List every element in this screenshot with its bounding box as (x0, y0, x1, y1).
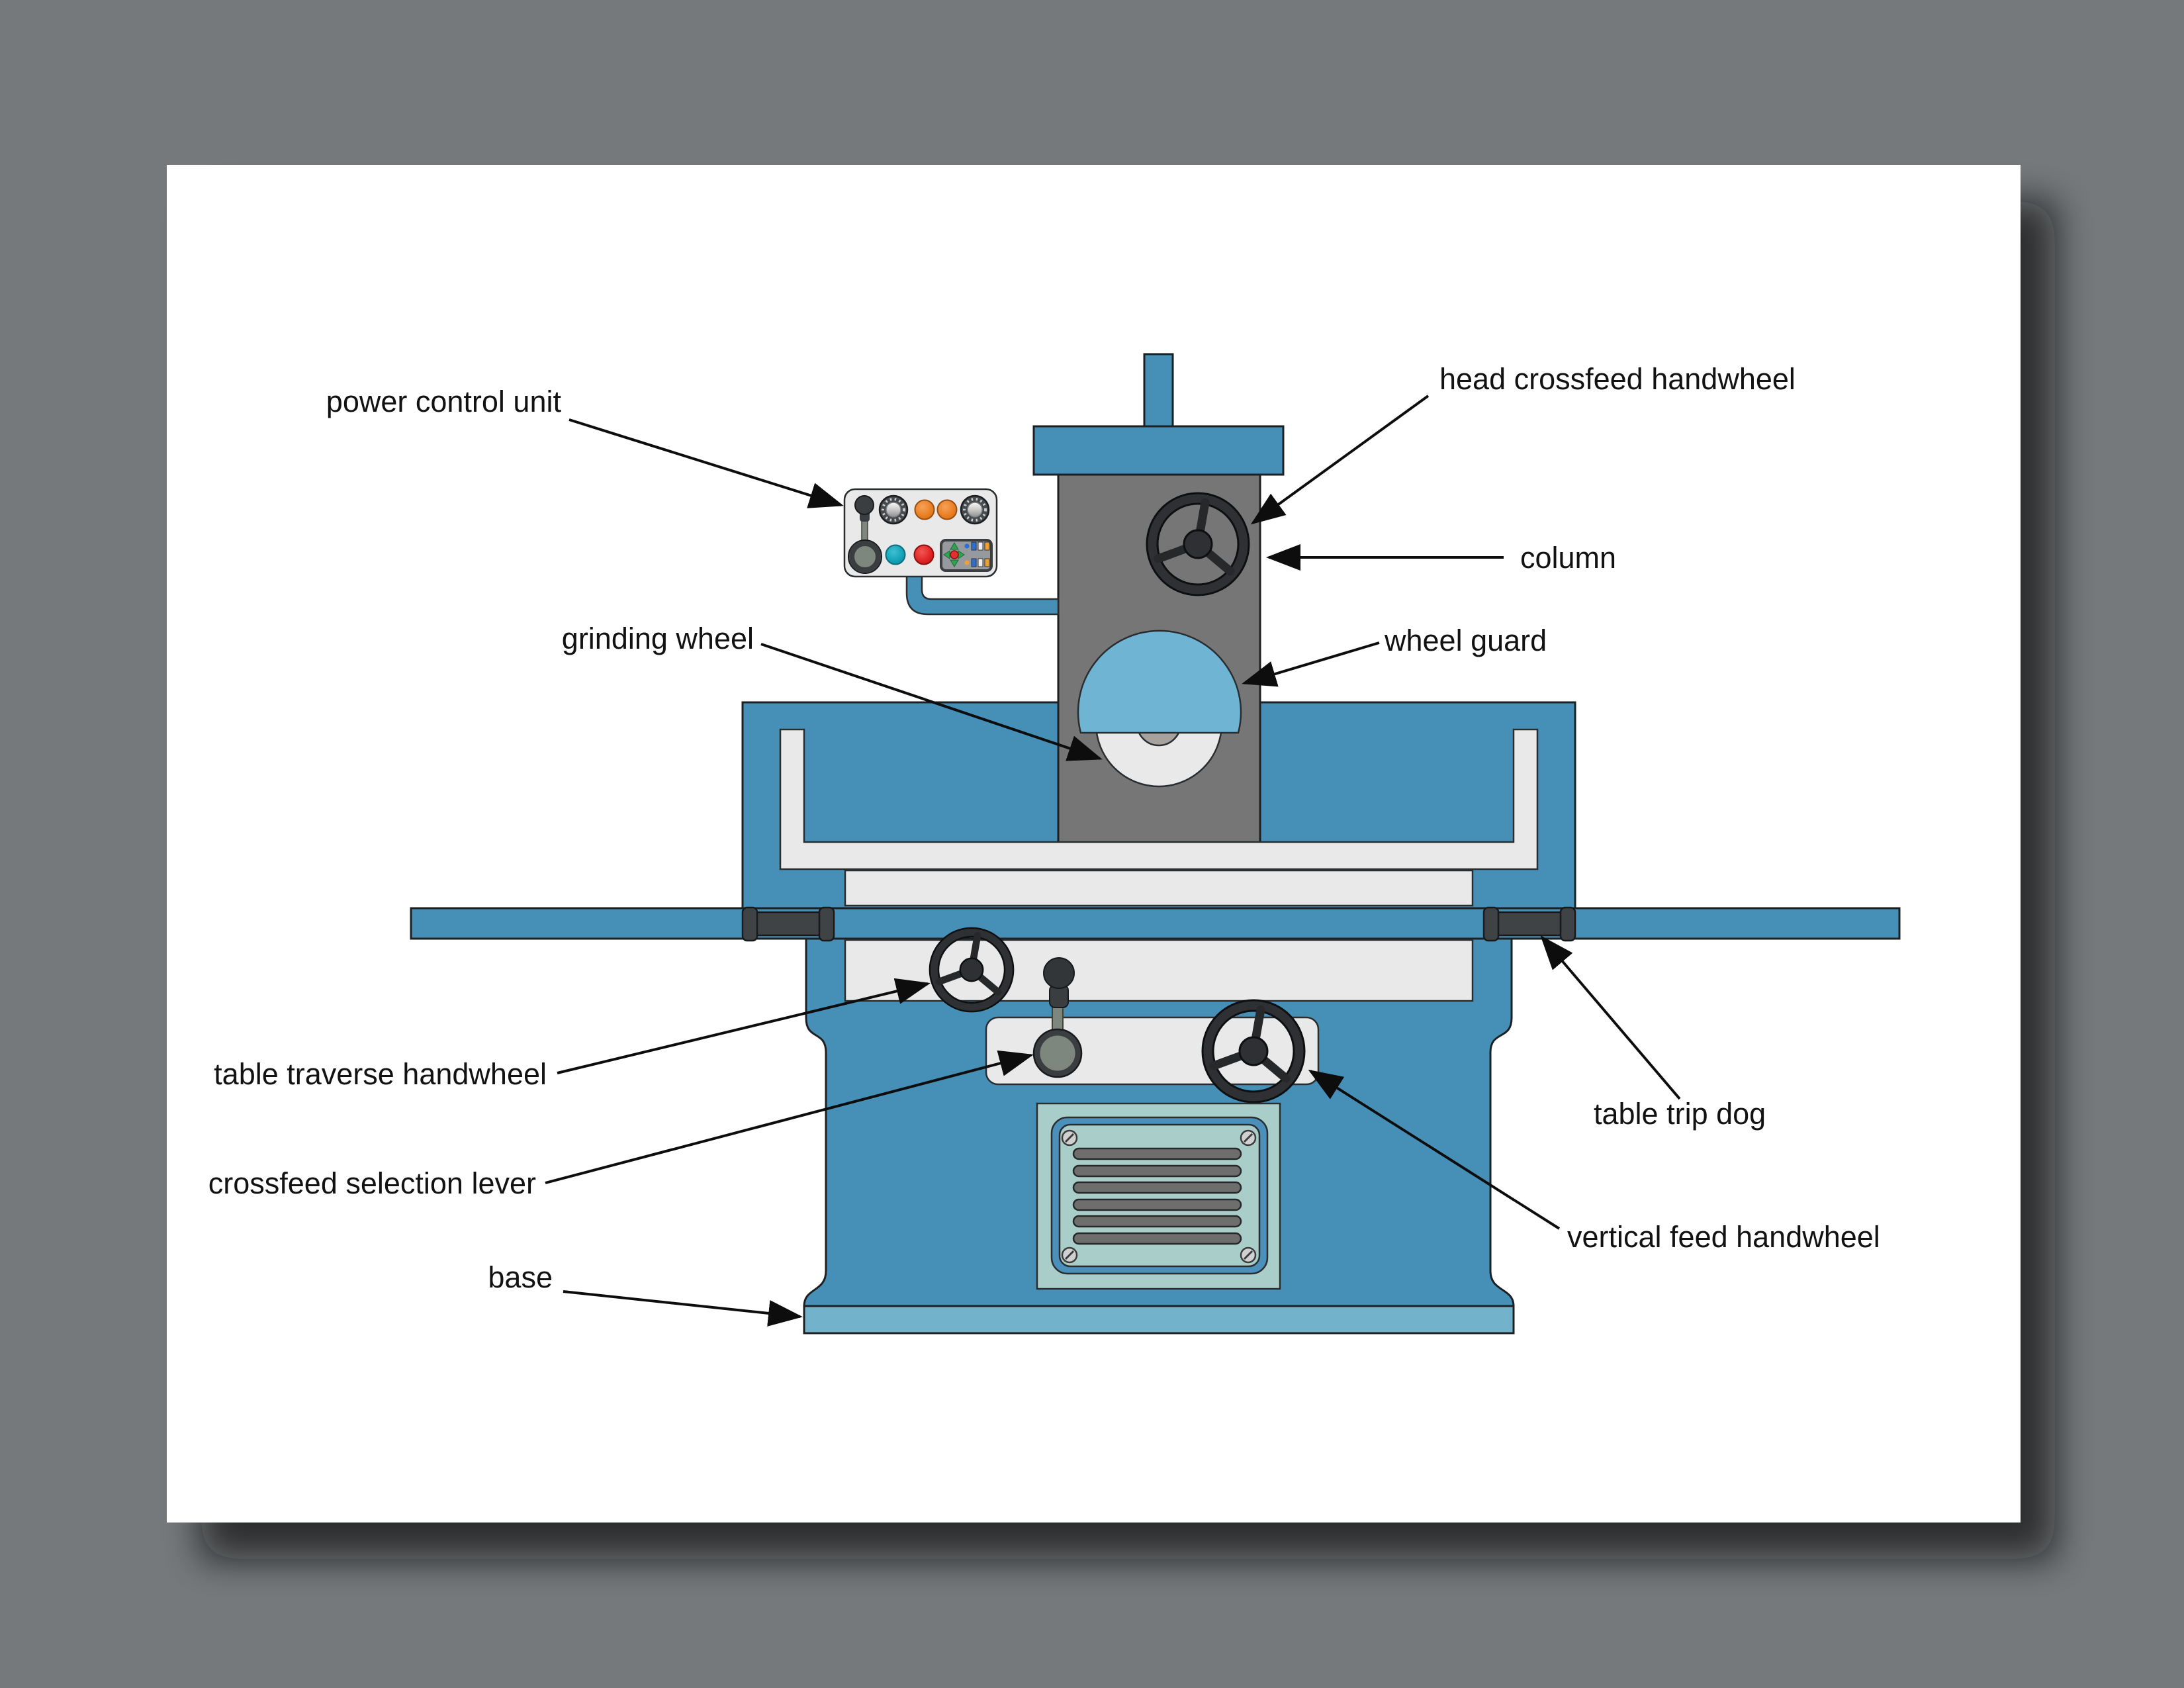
label-grinding-wheel: grinding wheel (562, 622, 754, 655)
wheel-guard (1077, 630, 1242, 734)
surface-grinder-diagram (410, 353, 1901, 1335)
label-vertical-feed-handwheel: vertical feed handwheel (1567, 1220, 1880, 1254)
table-channel (779, 728, 1539, 870)
trip-dog-right (1482, 906, 1576, 942)
power-control-unit (843, 488, 1060, 616)
label-base: base (488, 1260, 553, 1294)
orange-button (914, 499, 935, 520)
screw-icon (1240, 1246, 1257, 1264)
table-bar (410, 907, 1901, 940)
arrow-vertical-feed-handwheel (1308, 1069, 1561, 1230)
arrow-table-trip-dog (1540, 935, 1681, 1100)
teal-button (885, 544, 906, 565)
arrow-table-traverse-handwheel (557, 978, 931, 1074)
arrow-head-crossfeed-handwheel (1250, 395, 1430, 525)
machine-base (803, 1305, 1515, 1335)
vent-slat (1072, 1147, 1242, 1160)
spindle (1143, 353, 1174, 432)
label-column: column (1520, 541, 1616, 575)
label-head-crossfeed-handwheel: head crossfeed handwheel (1439, 362, 1796, 396)
leader-arrows (545, 395, 1681, 1327)
orange-button (936, 499, 958, 520)
trip-dog-left (741, 906, 835, 942)
arrow-wheel-guard (1242, 641, 1380, 687)
table-top-strip (844, 869, 1474, 907)
screw-icon (1240, 1129, 1257, 1147)
arrow-power-control-unit (569, 418, 844, 508)
control-arm-pipe (905, 574, 1060, 616)
screw-icon (1061, 1246, 1078, 1264)
arrow-grinding-wheel (760, 643, 1103, 761)
vent-inner-panel (1058, 1123, 1261, 1268)
label-table-traverse-handwheel: table traverse handwheel (214, 1057, 547, 1091)
vent-slat (1072, 1164, 1242, 1178)
label-table-trip-dog: table trip dog (1594, 1097, 1766, 1131)
lever-base (1034, 1029, 1081, 1077)
crossfeed-selection-lever (1032, 957, 1083, 1078)
screw-icon (1061, 1129, 1078, 1147)
label-crossfeed-selection-lever: crossfeed selection lever (208, 1166, 536, 1200)
lever-knob (1043, 957, 1075, 989)
red-button (913, 544, 934, 565)
vent-slat (1072, 1181, 1242, 1194)
dial-knob (878, 494, 909, 525)
vent-slat (1072, 1215, 1242, 1228)
arrow-crossfeed-selection-lever (545, 1050, 1034, 1184)
dial-knob (960, 494, 990, 525)
vent-grille (1036, 1102, 1281, 1290)
vent-slat (1072, 1232, 1242, 1245)
labels: power control unit head crossfeed handwh… (208, 362, 1880, 1294)
label-power-control-unit: power control unit (326, 385, 562, 418)
joystick (848, 495, 882, 574)
arrow-base (563, 1290, 803, 1327)
keypad (940, 539, 993, 572)
spindle-cap (1032, 425, 1285, 476)
label-wheel-guard: wheel guard (1384, 624, 1547, 657)
vent-slat (1072, 1198, 1242, 1211)
saddle-top-strip (844, 939, 1474, 1002)
